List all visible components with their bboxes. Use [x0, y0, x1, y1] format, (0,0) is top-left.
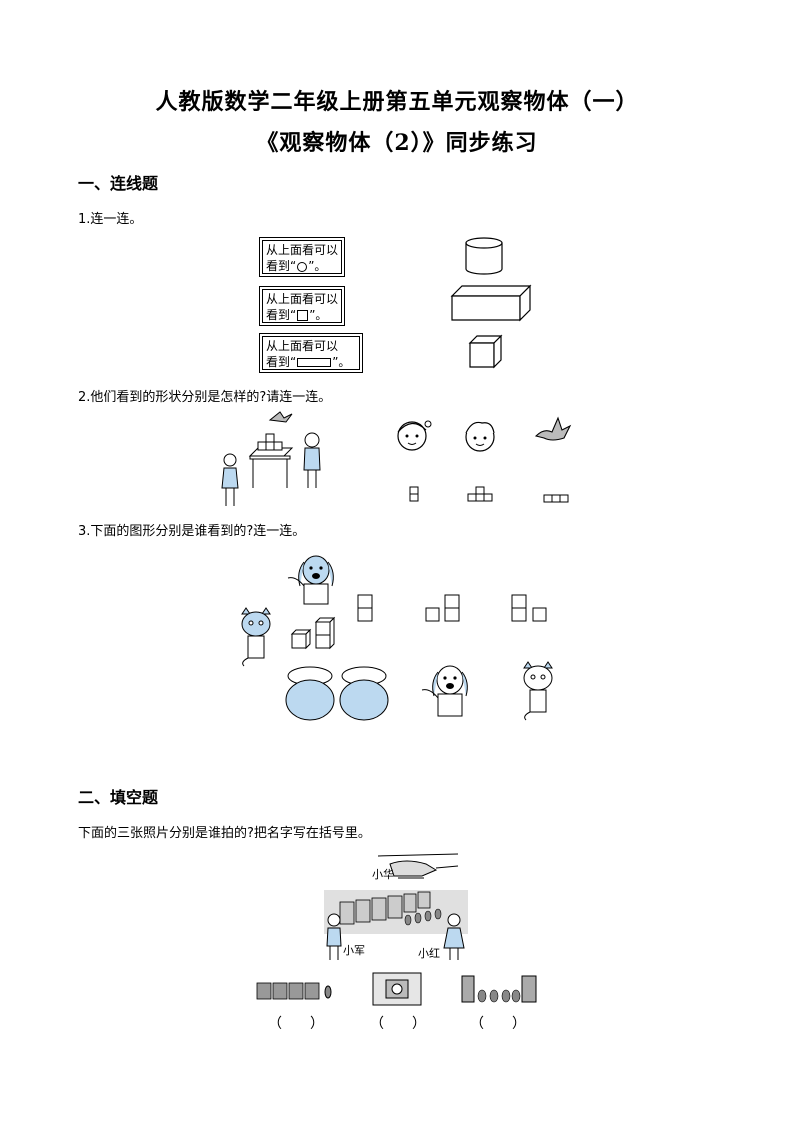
view-shape-tall-left-small-right[interactable]	[511, 594, 551, 624]
sheep-pair-icon[interactable]	[284, 664, 394, 722]
rectangle-icon	[297, 358, 332, 367]
blocks-3d-icon	[290, 616, 336, 650]
dog-icon[interactable]	[286, 552, 342, 608]
page-subtitle: 《观察物体（2）》同步练习	[256, 130, 538, 156]
view-box-square[interactable]: 从上面看可以 看到“ ”。	[259, 286, 345, 326]
cuboid-icon[interactable]	[450, 284, 534, 324]
bird-icon[interactable]	[534, 414, 574, 446]
question-1-prompt: 1.连一连。	[78, 212, 143, 227]
section-heading-2: 二、填空题	[78, 788, 159, 807]
name-label-xiaohong: 小红	[418, 947, 440, 960]
photo-1-front-view	[256, 982, 332, 1000]
cube-icon[interactable]	[468, 334, 504, 370]
view-box-line1: 从上面看可以	[266, 243, 339, 257]
view-shape-row-three[interactable]	[543, 494, 571, 504]
section-2-prompt: 下面的三张照片分别是谁拍的?把名字写在括号里。	[78, 826, 371, 841]
cylinder-icon[interactable]	[462, 236, 512, 278]
circle-icon	[297, 261, 308, 272]
view-box-line2-pre: 看到“	[266, 355, 297, 369]
name-label-xiaojun: 小军	[343, 944, 365, 957]
square-icon	[297, 310, 309, 321]
boy-face-icon[interactable]	[462, 418, 500, 454]
view-shape-vertical-two[interactable]	[409, 486, 421, 504]
cat-icon[interactable]	[236, 606, 276, 668]
view-box-circle[interactable]: 从上面看可以 看到“ ”。	[259, 237, 345, 277]
dog-icon-bottom[interactable]	[420, 662, 476, 720]
page-title: 人教版数学二年级上册第五单元观察物体（一）	[155, 89, 639, 115]
view-box-line2-pre: 看到“	[266, 259, 297, 273]
view-box-line2-post: ”。	[308, 259, 327, 273]
girl-face-icon[interactable]	[394, 416, 434, 454]
view-box-line2-pre: 看到“	[266, 308, 297, 322]
photo-2-top-view	[372, 972, 422, 1006]
answer-blank-2[interactable]: （ ）	[370, 1016, 426, 1032]
view-shape-t[interactable]	[467, 486, 497, 504]
view-box-line1: 从上面看可以	[266, 292, 339, 306]
answer-blank-3[interactable]: （ ）	[470, 1016, 526, 1032]
view-shape-tall-two[interactable]	[357, 594, 375, 624]
question-2-prompt: 2.他们看到的形状分别是怎样的?请连一连。	[78, 390, 332, 405]
answer-blank-1[interactable]: （ ）	[268, 1016, 324, 1032]
view-box-rectangle[interactable]: 从上面看可以 看到“ ”。	[259, 333, 363, 373]
cat-icon-bottom[interactable]	[518, 660, 558, 722]
city-scene-illustration	[324, 853, 468, 960]
view-box-line1: 从上面看可以	[266, 339, 339, 353]
question-3-prompt: 3.下面的图形分别是谁看到的?连一连。	[78, 524, 306, 539]
scene-table-kids-bird-illustration	[221, 411, 321, 506]
photo-3-side-view	[461, 975, 537, 1003]
name-label-xiaohua: 小华	[372, 868, 394, 881]
view-shape-small-left-tall-right[interactable]	[425, 594, 463, 624]
view-box-line2-post: ”。	[332, 355, 351, 369]
view-box-line2-post: ”。	[309, 308, 328, 322]
section-heading-1: 一、连线题	[78, 174, 159, 193]
